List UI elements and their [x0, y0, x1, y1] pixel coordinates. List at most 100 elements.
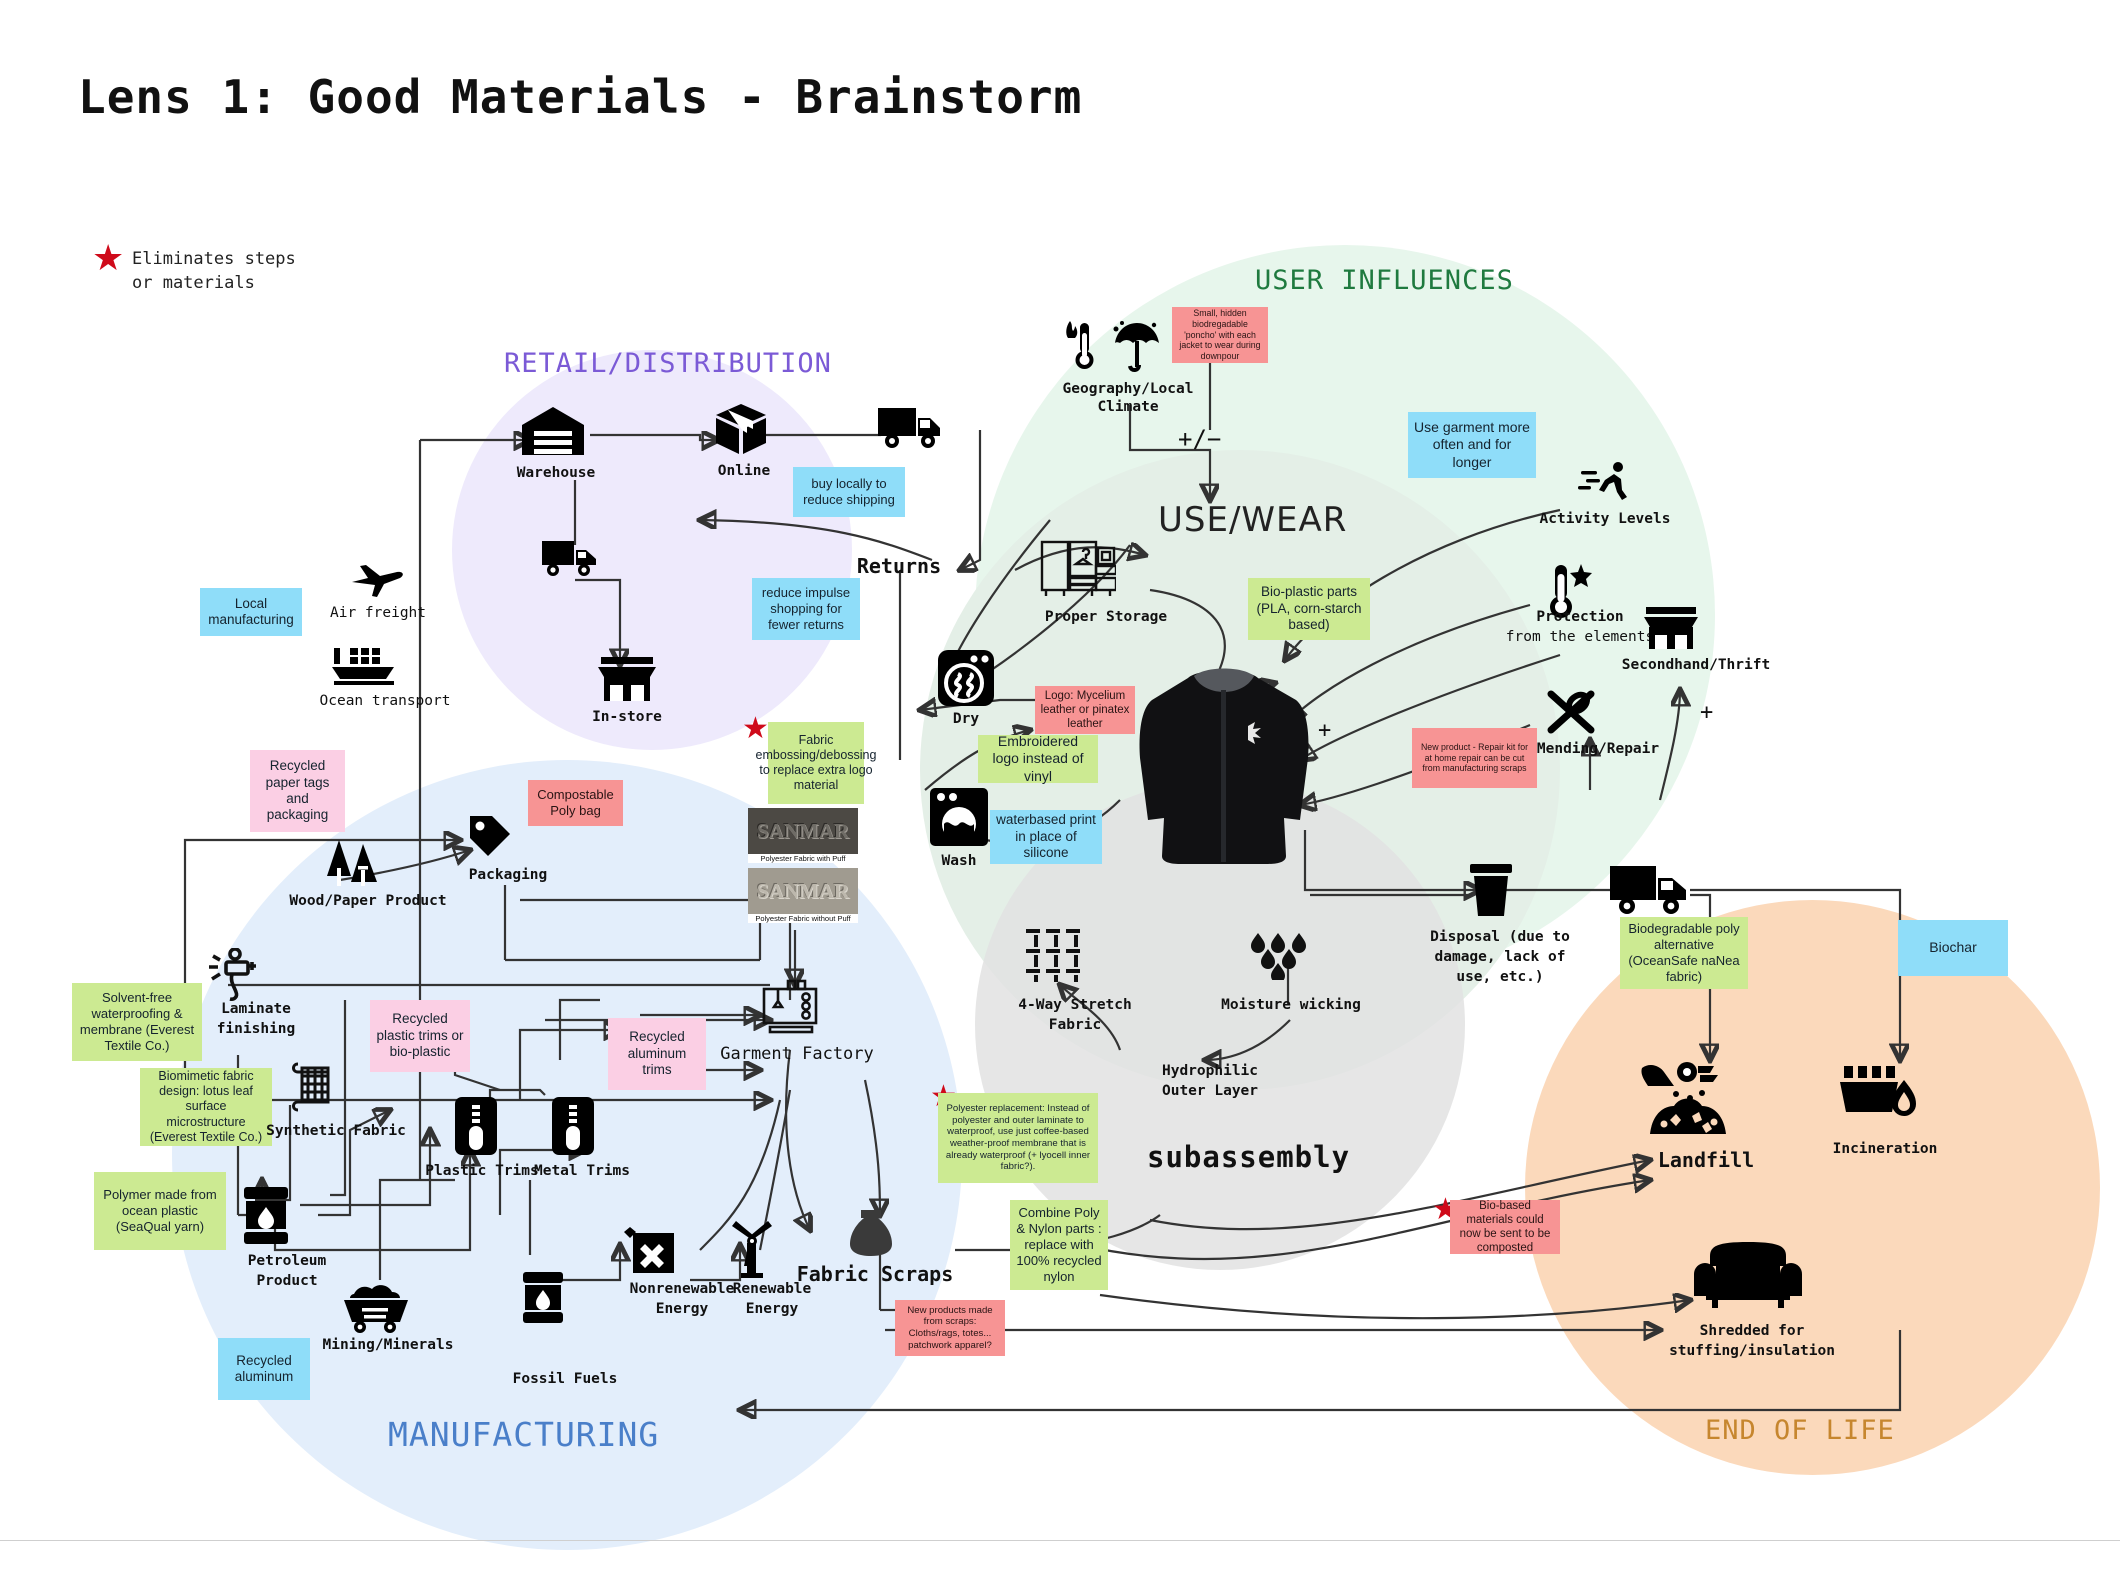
- node-label-mending-repair: Mending/Repair: [1536, 741, 1660, 757]
- note-compostable-poly-bag[interactable]: Compostable Poly bag: [528, 780, 623, 826]
- water-drops-icon: [1250, 930, 1312, 980]
- note-recycled-paper-tags[interactable]: Recycled paper tags and packaging: [250, 750, 345, 832]
- thermometer-fire-icon: [1058, 315, 1098, 373]
- trash-bin-icon: [1466, 862, 1516, 918]
- note-biochar[interactable]: Biochar: [1898, 920, 2008, 976]
- swatch-label-without-puff: SANMAR: [748, 868, 858, 914]
- star-icon-embossing: ★: [742, 712, 769, 745]
- note-combine-poly-nylon[interactable]: Combine Poly & Nylon parts : replace wit…: [1010, 1200, 1108, 1290]
- node-label-disposal-3: use, etc.): [1456, 969, 1544, 985]
- node-label-packaging: Packaging: [468, 867, 548, 883]
- note-solvent-free[interactable]: Solvent-free waterproofing & membrane (E…: [72, 983, 202, 1061]
- node-label-nonrenewable-2: Energy: [655, 1301, 709, 1317]
- note-recycled-aluminum-trims[interactable]: Recycled aluminum trims: [608, 1018, 706, 1090]
- needle-thread-icon: [1545, 688, 1597, 736]
- zipper-icon-metal: [552, 1097, 594, 1155]
- note-reduce-impulse[interactable]: reduce impulse shopping for fewer return…: [752, 578, 860, 640]
- node-label-wash: Wash: [941, 853, 977, 869]
- node-label-garment-factory: Garment Factory: [720, 1044, 874, 1064]
- page-title: Lens 1: Good Materials - Brainstorm: [78, 70, 1083, 124]
- node-label-laminate: Laminate: [221, 1001, 291, 1017]
- package-box-icon: [714, 402, 768, 456]
- bottom-divider: [0, 1540, 2120, 1541]
- node-label-wood-paper: Wood/Paper Product: [289, 893, 447, 909]
- wardrobe-icon: [1040, 538, 1116, 600]
- zone-label-retail: RETAIL/DISTRIBUTION: [504, 348, 832, 379]
- zone-label-subassembly: subassembly: [1147, 1140, 1351, 1174]
- node-label-metal-trims: Metal Trims: [533, 1163, 631, 1179]
- swatch-caption-with-puff: Polyester Fabric with Puff: [748, 854, 858, 864]
- node-label-activity-levels: Activity Levels: [1539, 511, 1671, 527]
- note-polyester-replacement[interactable]: Polyester replacement: Instead of polyes…: [938, 1093, 1098, 1183]
- note-waterbased-print[interactable]: waterbased print in place of silicone: [990, 810, 1102, 864]
- note-recycled-aluminum[interactable]: Recycled aluminum: [218, 1338, 310, 1400]
- washer-icon: [930, 788, 988, 846]
- mining-cart-icon: [340, 1280, 412, 1334]
- node-label-petroleum-2: Product: [256, 1273, 318, 1289]
- note-recycled-plastic-trims[interactable]: Recycled plastic trims or bio-plastic: [370, 1000, 470, 1072]
- node-label-moisture-wicking: Moisture wicking: [1221, 997, 1361, 1013]
- plus-symbol-secondhand: +: [1700, 700, 1714, 725]
- node-label-geography-climate: Geography/Local Climate: [1062, 381, 1194, 416]
- delivery-truck-icon-store: [540, 538, 598, 578]
- node-label-mining-minerals: Mining/Minerals: [322, 1337, 454, 1353]
- node-label-plastic-trims: Plastic Trims: [425, 1163, 539, 1179]
- delivery-truck-icon-eol: [1608, 862, 1690, 916]
- note-embroidered-logo[interactable]: Embroidered logo instead of vinyl: [978, 733, 1098, 784]
- dryer-icon: [938, 650, 994, 706]
- node-label-hydrophilic-2: Outer Layer: [1161, 1083, 1259, 1099]
- note-poncho[interactable]: Small, hidden biodregadable 'poncho' wit…: [1172, 307, 1268, 363]
- plus-symbol-jacket: +: [1318, 718, 1332, 743]
- wind-turbine-icon: [726, 1218, 778, 1282]
- legend-line-2: or materials: [132, 273, 255, 293]
- fabric-swatch-without-puff: SANMAR Polyester Fabric without Puff: [748, 868, 858, 924]
- note-bio-based-composted[interactable]: Bio-based materials could now be sent to…: [1450, 1200, 1560, 1254]
- airplane-icon: [350, 560, 406, 600]
- note-fabric-embossing[interactable]: Fabric embossing/debossing to replace ex…: [756, 722, 876, 804]
- node-label-air-freight: Air freight: [329, 605, 427, 621]
- node-label-4way-stretch: 4-Way Stretch: [1018, 997, 1132, 1013]
- oil-barrel-icon-petroleum: [240, 1185, 292, 1247]
- plus-minus-symbol: +/−: [1178, 425, 1222, 453]
- node-label-shredded-1: Shredded for: [1699, 1323, 1805, 1339]
- zone-label-end-of-life: END OF LIFE: [1705, 1415, 1895, 1446]
- legend-line-1: Eliminates steps: [132, 249, 296, 269]
- note-bio-plastic-parts[interactable]: Bio-plastic parts (PLA, corn-starch base…: [1248, 578, 1370, 640]
- shop-awning-icon: [1644, 605, 1698, 651]
- note-biodegradable-poly[interactable]: Biodegradable poly alternative (OceanSaf…: [1620, 917, 1748, 989]
- note-use-garment-more[interactable]: Use garment more often and for longer: [1408, 412, 1536, 478]
- node-label-laminate-2: finishing: [216, 1021, 296, 1037]
- node-label-landfill: Landfill: [1657, 1148, 1755, 1172]
- note-polymer-ocean[interactable]: Polymer made from ocean plastic (SeaQual…: [94, 1172, 226, 1250]
- warehouse-icon: [520, 405, 586, 457]
- node-label-petroleum: Petroleum: [247, 1253, 327, 1269]
- note-biomimetic[interactable]: Biomimetic fabric design: lotus leaf sur…: [140, 1068, 272, 1146]
- landfill-icon: [1640, 1060, 1738, 1136]
- note-buy-locally[interactable]: buy locally to reduce shipping: [793, 467, 905, 517]
- sewing-machine-icon: [760, 975, 822, 1037]
- note-repair-kit[interactable]: New product - Repair kit for at home rep…: [1412, 728, 1537, 788]
- note-local-manufacturing[interactable]: Local manufacturing: [200, 588, 302, 636]
- fabric-swatch-icon: [288, 1060, 344, 1112]
- node-label-in-store: In-store: [592, 709, 662, 725]
- zipper-icon-plastic: [455, 1097, 497, 1155]
- zone-circle-end-of-life: [1525, 900, 2100, 1475]
- node-label-dry: Dry: [952, 711, 980, 727]
- node-label-secondhand-thrift: Secondhand/Thrift: [1621, 657, 1771, 673]
- node-label-disposal-2: damage, lack of: [1434, 949, 1566, 965]
- node-label-4way-stretch-2: Fabric: [1048, 1017, 1102, 1033]
- sofa-icon: [1692, 1238, 1804, 1310]
- no-energy-icon: [620, 1225, 676, 1277]
- delivery-truck-icon-retail: [876, 404, 944, 450]
- cargo-ship-icon: [330, 640, 402, 688]
- node-label-renewable: Renewable: [732, 1281, 812, 1297]
- spray-gun-icon: [206, 948, 268, 1002]
- incinerator-icon: [1838, 1062, 1920, 1130]
- swatch-caption-without-puff: Polyester Fabric without Puff: [748, 914, 858, 924]
- note-new-products-scraps[interactable]: New products made from scraps: Cloths/ra…: [895, 1300, 1005, 1356]
- node-label-shredded-2: stuffing/insulation: [1669, 1343, 1835, 1359]
- note-logo-mycelium[interactable]: Logo: Mycelium leather or pinatex leathe…: [1035, 686, 1135, 734]
- oil-barrel-icon-fossil: [520, 1270, 566, 1326]
- node-label-ocean-transport: Ocean transport: [319, 693, 451, 709]
- node-label-fossil-fuels: Fossil Fuels: [512, 1371, 618, 1387]
